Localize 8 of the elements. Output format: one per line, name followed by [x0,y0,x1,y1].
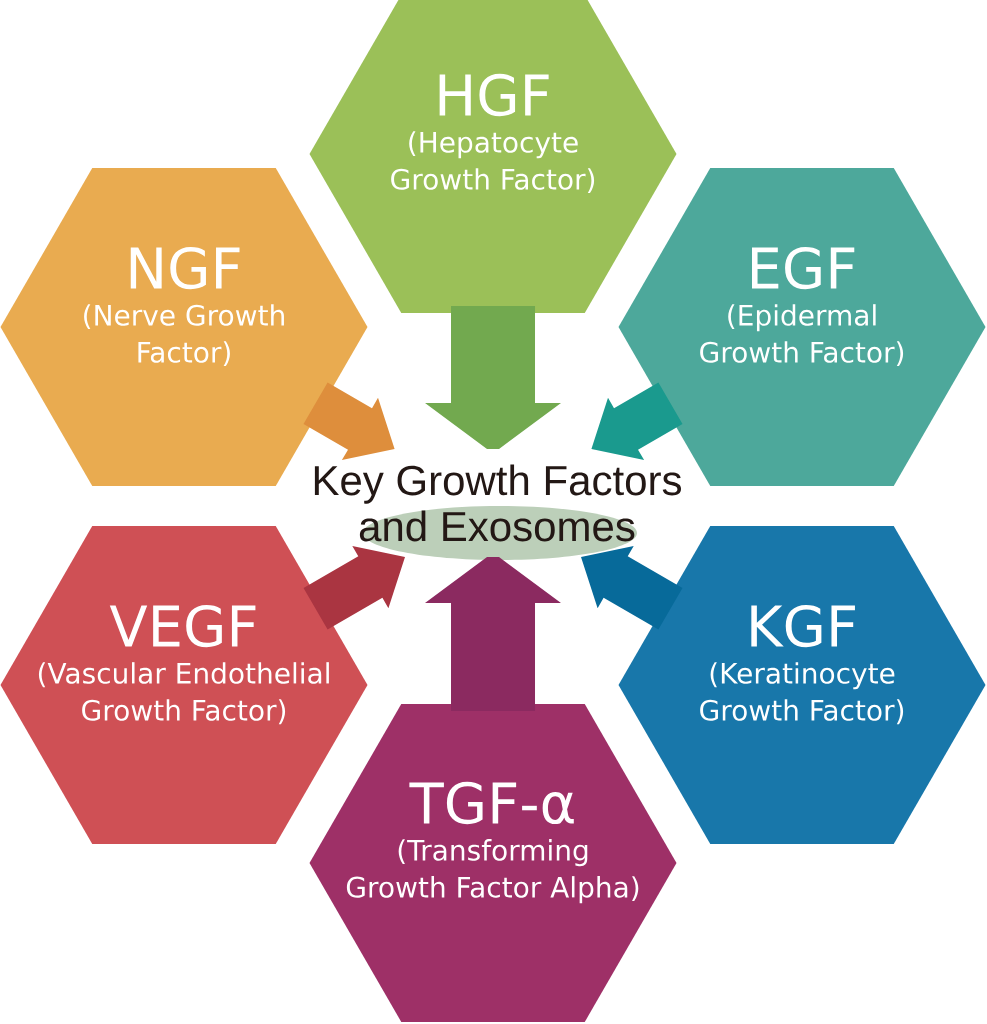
block-arrow [303,382,395,461]
block-arrow [425,557,561,711]
block-arrow [425,306,561,449]
block-arrow [581,545,683,630]
block-arrow [303,545,405,630]
hexagon-box: TGF-α (Transforming Growth Factor Alpha) [309,704,677,1022]
block-arrow [591,382,683,461]
hexagon-box: HGF (Hepatocyte Growth Factor) [309,0,677,313]
